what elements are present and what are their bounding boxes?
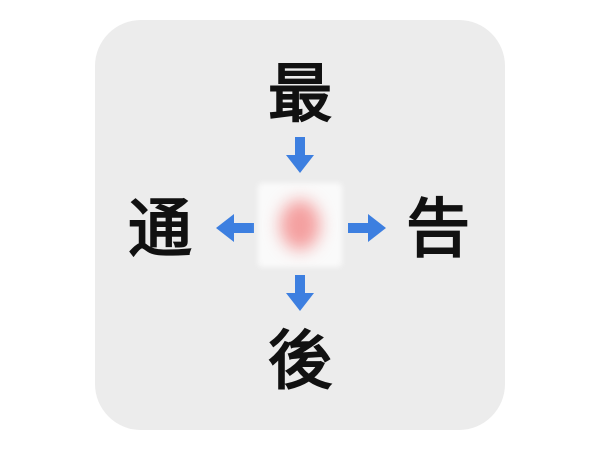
arrow-left-icon <box>216 214 254 242</box>
kanji-right: 告 <box>406 193 470 267</box>
kanji-top: 最 <box>268 58 332 132</box>
kanji-left: 通 <box>128 193 192 267</box>
arrow-right-icon <box>348 214 386 242</box>
blurred-answer <box>280 200 320 250</box>
arrow-down-icon <box>286 275 314 311</box>
kanji-bottom: 後 <box>268 325 332 399</box>
arrow-down-icon <box>286 137 314 173</box>
